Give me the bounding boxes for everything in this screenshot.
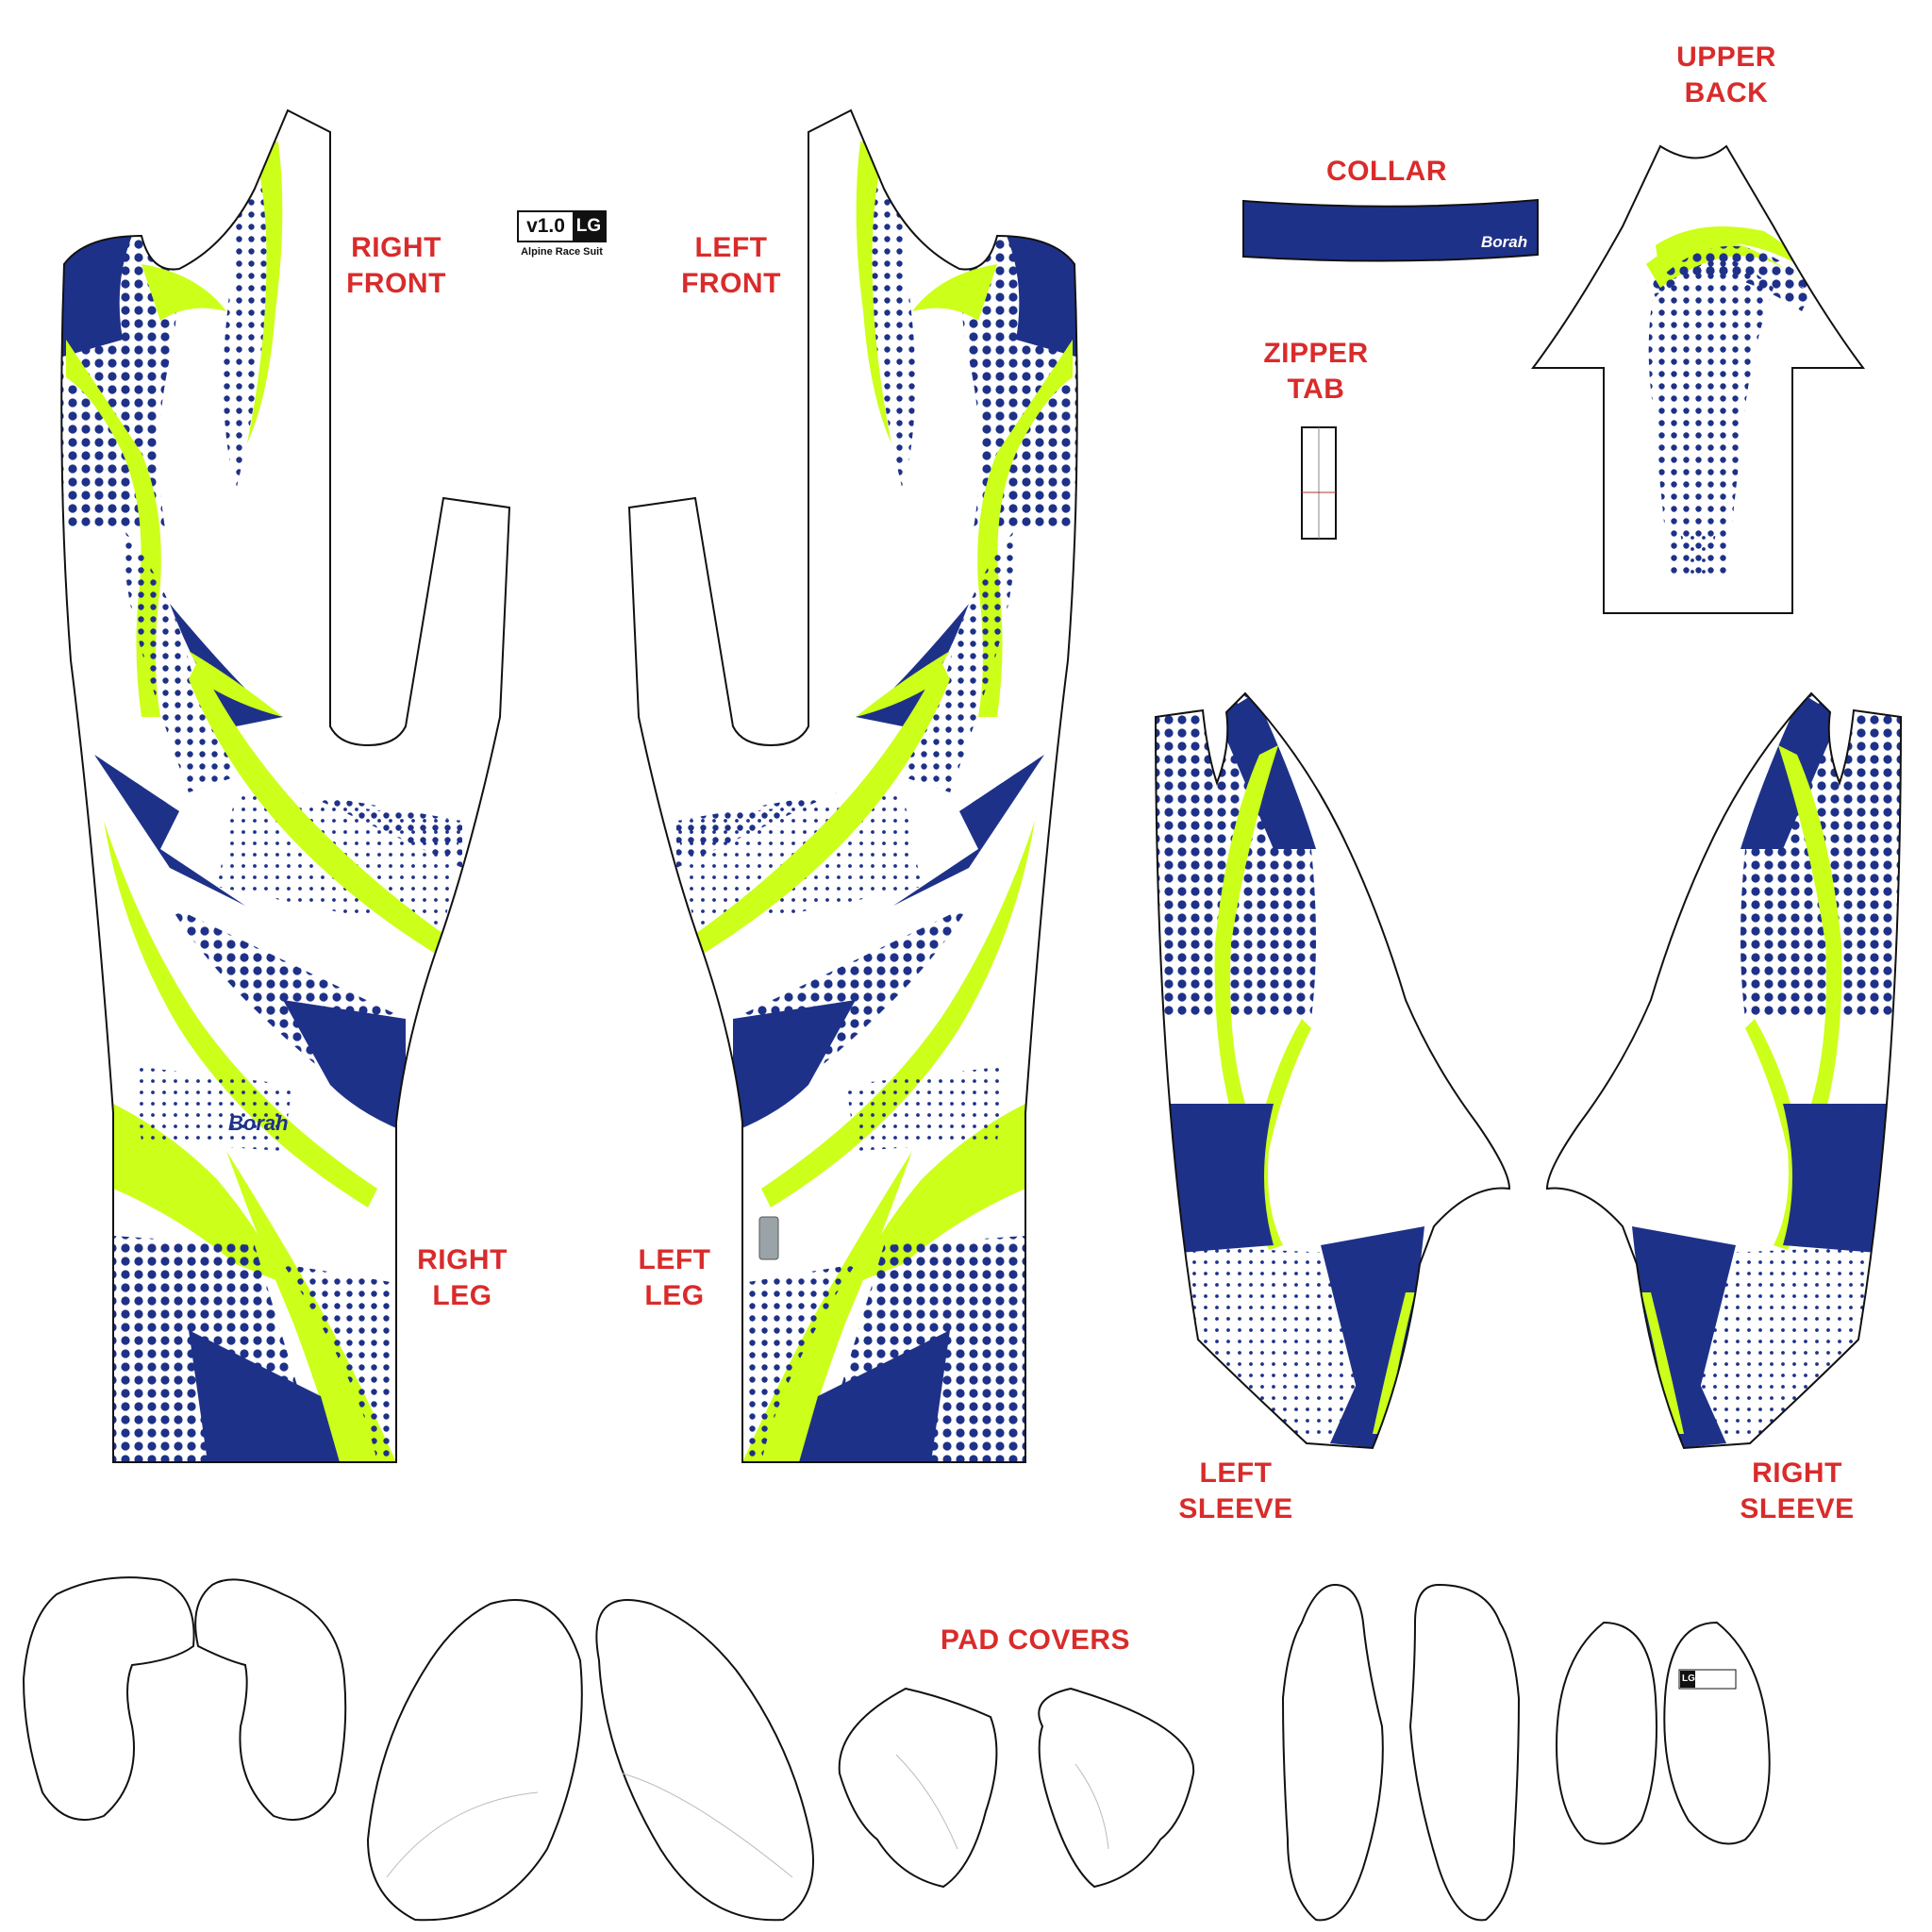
right-leg-brand-logo: Borah — [228, 1111, 289, 1135]
right-sleeve-panel — [1545, 691, 1903, 1450]
version-size-box: v1.0 LG — [517, 210, 607, 242]
pad-guide-lines — [386, 1754, 1109, 1878]
upper-back-panel — [1531, 144, 1865, 614]
left-sleeve-outline — [1154, 691, 1511, 1450]
left-front-outline — [627, 108, 1078, 1463]
collar-brand-logo: Borah — [1481, 233, 1528, 251]
right-front-outline — [60, 108, 511, 1463]
right-sleeve-outline — [1545, 691, 1903, 1450]
upper-back-outline — [1531, 144, 1865, 614]
pad-slim-left — [1281, 1583, 1384, 1922]
pad-kidney-left — [22, 1576, 195, 1822]
pad-oval-right — [1663, 1621, 1771, 1845]
zipper-tab-panel — [1301, 426, 1337, 540]
label-pad-covers: PAD COVERS — [940, 1624, 1131, 1656]
collar-panel — [1242, 198, 1539, 262]
pad-slim-right — [1408, 1583, 1521, 1922]
product-caption: Alpine Race Suit — [521, 246, 603, 258]
left-sleeve-panel — [1154, 691, 1511, 1450]
pad-tag-size: LG — [1682, 1674, 1695, 1684]
label-collar: COLLAR — [1326, 156, 1447, 187]
size-text: LG — [573, 212, 605, 241]
pad-covers — [22, 1576, 1771, 1922]
pad-heart-right — [1038, 1687, 1195, 1889]
pad-long-right — [595, 1599, 814, 1922]
version-text: v1.0 — [519, 212, 573, 241]
pad-heart-left — [838, 1687, 998, 1889]
fis-patch-icon — [758, 1216, 779, 1260]
pad-kidney-right — [194, 1578, 347, 1822]
pad-oval-left — [1555, 1621, 1657, 1845]
version-badge: v1.0 LG Alpine Race Suit — [517, 210, 607, 258]
pad-long-left — [366, 1599, 583, 1922]
